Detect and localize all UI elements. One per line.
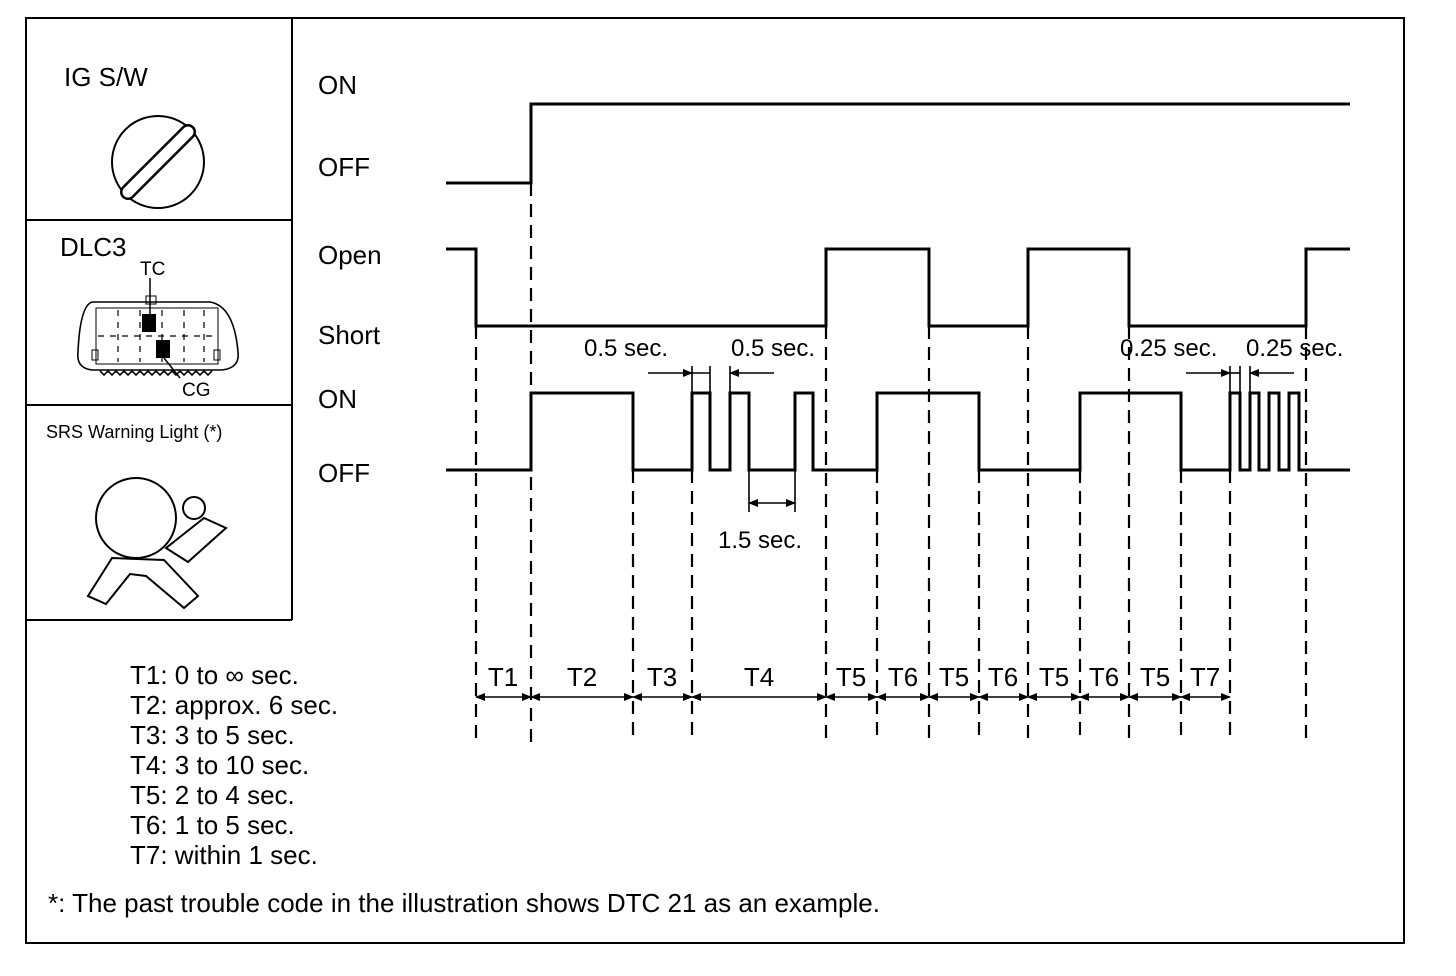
interval-label-t7: T7	[1190, 662, 1220, 692]
interval-label-t6: T6	[988, 662, 1018, 692]
half-second-markers	[648, 366, 774, 393]
tc-cg-waveform	[446, 247, 1350, 328]
quarter-second-label-left: 0.25 sec.	[1120, 335, 1217, 362]
time-reference-lines	[474, 183, 1308, 742]
quarter-second-label-right: 0.25 sec.	[1246, 335, 1343, 362]
half-second-label-right: 0.5 sec.	[731, 335, 815, 362]
footnote: *: The past trouble code in the illustra…	[48, 888, 880, 918]
interval-label-t5: T5	[939, 662, 969, 692]
legend-item: T1: 0 to ∞ sec.	[130, 660, 299, 690]
interval-label-t2: T2	[567, 662, 597, 692]
ig-switch-title: IG S/W	[64, 62, 148, 92]
srs-warning-light-title: SRS Warning Light (*)	[46, 422, 222, 442]
legend-item: T6: 1 to 5 sec.	[130, 810, 295, 840]
legend-item: T2: approx. 6 sec.	[130, 690, 338, 720]
cg-label: CG	[182, 380, 211, 401]
legend-item: T7: within 1 sec.	[130, 840, 318, 870]
interval-label-t4: T4	[744, 662, 774, 692]
dlc3-title: DLC3	[60, 232, 126, 262]
quarter-second-markers	[1186, 366, 1294, 393]
tc-terminal	[142, 314, 156, 332]
interval-label-t5: T5	[836, 662, 866, 692]
dlc-open-label: Open	[318, 240, 382, 270]
tc-label: TC	[140, 259, 165, 280]
ig-on-label: ON	[318, 70, 357, 100]
dlc3-connector-icon	[76, 278, 239, 379]
half-second-label-left: 0.5 sec.	[584, 335, 668, 362]
one-and-half-second-label: 1.5 sec.	[718, 527, 802, 554]
legend-item: T4: 3 to 10 sec.	[130, 750, 309, 780]
one-and-half-second-marker	[748, 470, 796, 512]
interval-label-t1: T1	[488, 662, 518, 692]
srs-off-label: OFF	[318, 458, 370, 488]
cg-terminal	[156, 340, 170, 358]
interval-legend: T1: 0 to ∞ sec. T2: approx. 6 sec. T3: 3…	[130, 660, 338, 870]
ignition-switch-icon	[111, 115, 205, 209]
ig-switch-waveform	[446, 102, 1350, 185]
interval-label-t5: T5	[1039, 662, 1069, 692]
dlc-short-label: Short	[318, 320, 381, 350]
interval-label-t6: T6	[888, 662, 918, 692]
outer-frame	[25, 17, 1405, 944]
interval-label-t3: T3	[647, 662, 677, 692]
srs-light-waveform	[446, 391, 1350, 472]
legend-item: T3: 3 to 5 sec.	[130, 720, 295, 750]
ig-off-label: OFF	[318, 152, 370, 182]
legend-item: T5: 2 to 4 sec.	[130, 780, 295, 810]
interval-label-t6: T6	[1089, 662, 1119, 692]
airbag-warning-icon	[86, 477, 228, 610]
interval-label-t5: T5	[1140, 662, 1170, 692]
srs-on-label: ON	[318, 384, 357, 414]
